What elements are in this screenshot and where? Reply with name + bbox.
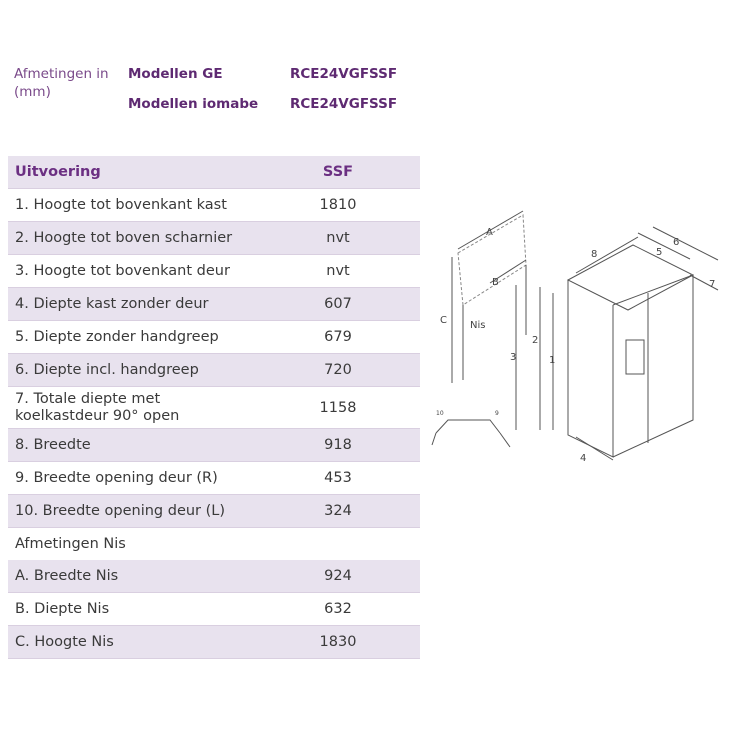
row-label: 6. Diepte incl. handgreep bbox=[15, 361, 199, 378]
row-value: 918 bbox=[324, 437, 352, 453]
table-row: 10. Breedte opening deur (L) 324 bbox=[8, 495, 420, 528]
row-value: 1810 bbox=[319, 197, 357, 213]
section-label: Afmetingen Nis bbox=[15, 535, 126, 552]
row-label: 3. Hoogte tot bovenkant deur bbox=[15, 262, 230, 279]
row-label: 8. Breedte bbox=[15, 436, 91, 453]
row-value: 1830 bbox=[319, 634, 357, 650]
row-value: 1158 bbox=[319, 399, 357, 416]
label-nis: Nis bbox=[470, 320, 485, 331]
table-row: 9. Breedte opening deur (R) 453 bbox=[8, 462, 420, 495]
topview-outline bbox=[435, 419, 501, 434]
column-header-ssf: SSF bbox=[322, 164, 354, 180]
label-8: 8 bbox=[591, 249, 597, 260]
label-7: 7 bbox=[709, 279, 715, 290]
table-row: 5. Diepte zonder handgreep 679 bbox=[8, 321, 420, 354]
label-c: C bbox=[440, 315, 447, 326]
table-row: 4. Diepte kast zonder deur 607 bbox=[8, 288, 420, 321]
table-row: 2. Hoogte tot boven scharnier nvt bbox=[8, 222, 420, 255]
models-ge-code: RCE24VGFSSF bbox=[290, 66, 398, 82]
row-value: 924 bbox=[324, 568, 352, 584]
row-value: nvt bbox=[326, 230, 350, 246]
fridge-top bbox=[566, 244, 695, 311]
row-value: nvt bbox=[326, 263, 350, 279]
table-row: C. Hoogte Nis 1830 bbox=[8, 626, 420, 659]
row-label: 2. Hoogte tot boven scharnier bbox=[15, 229, 233, 246]
row-label: B. Diepte Nis bbox=[15, 600, 110, 617]
section-title-nis: Afmetingen Nis bbox=[8, 528, 420, 560]
label-9: 9 bbox=[495, 410, 499, 417]
table-row: B. Diepte Nis 632 bbox=[8, 593, 420, 626]
dim-line-4 bbox=[575, 436, 614, 461]
dim-line-a bbox=[457, 210, 524, 250]
row-value: 679 bbox=[324, 329, 352, 345]
row-label: 4. Diepte kast zonder deur bbox=[15, 295, 209, 312]
label-3: 3 bbox=[510, 352, 516, 363]
dim-line-8 bbox=[575, 236, 639, 274]
row-label: A. Breedte Nis bbox=[15, 567, 119, 584]
dim-line-7 bbox=[689, 274, 719, 291]
models-iomabe-code: RCE24VGFSSF bbox=[290, 96, 398, 112]
table-row: 3. Hoogte tot bovenkant deur nvt bbox=[8, 255, 420, 288]
row-label: C. Hoogte Nis bbox=[15, 633, 114, 650]
row-value: 720 bbox=[324, 362, 352, 378]
table-header-row: Uitvoering SSF bbox=[8, 156, 420, 189]
label-a: A bbox=[486, 227, 493, 238]
row-value: 632 bbox=[324, 601, 352, 617]
dimensions-unit-label: Afmetingen in (mm) bbox=[14, 66, 109, 100]
dimensions-table: Uitvoering SSF 1. Hoogte tot bovenkant k… bbox=[8, 156, 420, 659]
table-row: 7. Totale diepte met koelkastdeur 90° op… bbox=[8, 387, 420, 429]
label-6: 6 bbox=[673, 237, 679, 248]
dispenser bbox=[625, 339, 645, 375]
row-label: 1. Hoogte tot bovenkant kast bbox=[15, 196, 227, 213]
dim-line-b bbox=[489, 259, 527, 284]
topview-doors bbox=[431, 432, 511, 448]
table-row: 8. Breedte 918 bbox=[8, 429, 420, 462]
row-value: 324 bbox=[324, 503, 352, 519]
table-row: A. Breedte Nis 924 bbox=[8, 560, 420, 593]
row-value: 453 bbox=[324, 470, 352, 486]
label-5: 5 bbox=[656, 247, 662, 258]
fridge-front bbox=[612, 274, 694, 458]
label-4: 4 bbox=[580, 453, 586, 464]
models-iomabe-label: Modellen iomabe bbox=[128, 96, 259, 112]
fridge-dimension-diagram: A B C Nis 1 2 3 4 5 6 7 8 9 10 bbox=[431, 210, 719, 464]
table-row: 1. Hoogte tot bovenkant kast 1810 bbox=[8, 189, 420, 222]
dim-line-5 bbox=[637, 232, 691, 260]
label-1: 1 bbox=[549, 355, 555, 366]
fridge-side bbox=[567, 280, 614, 458]
row-label: 5. Diepte zonder handgreep bbox=[15, 328, 219, 345]
label-b: B bbox=[492, 277, 499, 288]
column-header-uitvoering: Uitvoering bbox=[15, 163, 101, 180]
models-ge-label: Modellen GE bbox=[128, 66, 223, 82]
table-row: 6. Diepte incl. handgreep 720 bbox=[8, 354, 420, 387]
row-label: 9. Breedte opening deur (R) bbox=[15, 469, 218, 486]
label-10: 10 bbox=[436, 410, 444, 417]
label-2: 2 bbox=[532, 335, 538, 346]
row-label: 7. Totale diepte met koelkastdeur 90° op… bbox=[15, 390, 180, 424]
row-value: 607 bbox=[324, 296, 352, 312]
dim-line-6 bbox=[652, 226, 719, 261]
row-label: 10. Breedte opening deur (L) bbox=[15, 502, 226, 519]
